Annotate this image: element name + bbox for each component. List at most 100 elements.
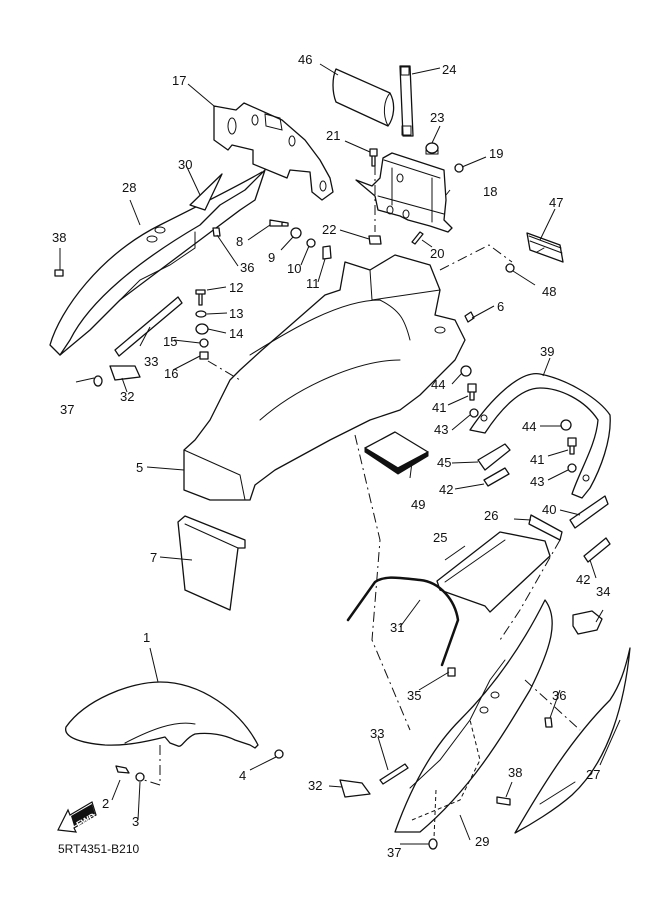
callout-32a: 32	[120, 389, 134, 404]
part-45-plate[interactable]	[477, 443, 511, 471]
part-40-plate[interactable]	[569, 495, 609, 529]
part-1-front-fender[interactable]	[65, 681, 259, 749]
callout-19: 19	[489, 146, 503, 161]
callout-6: 6	[497, 299, 504, 314]
callout-13: 13	[229, 306, 243, 321]
callout-11: 11	[306, 276, 320, 291]
part-37-grommet-b[interactable]	[428, 838, 438, 850]
part-6-bolt[interactable]	[464, 311, 475, 323]
part-30-cover-strip[interactable]	[189, 173, 223, 211]
part-24-band[interactable]	[399, 65, 414, 137]
part-41-bolt[interactable]	[467, 383, 477, 401]
callout-2: 2	[102, 796, 109, 811]
part-2-bolt[interactable]	[115, 765, 130, 774]
part-8-bolt[interactable]	[269, 219, 289, 227]
part-14-grommet[interactable]	[195, 323, 209, 335]
part-26-label[interactable]	[528, 514, 563, 541]
part-44-cap-b[interactable]	[560, 419, 572, 431]
callout-16: 16	[164, 366, 178, 381]
part-37-grommet[interactable]	[93, 375, 103, 387]
part-9-collar[interactable]	[290, 227, 302, 239]
alignment-lines	[143, 165, 581, 839]
part-43-washer[interactable]	[469, 408, 479, 418]
part-35-screw[interactable]	[447, 667, 456, 677]
part-21-bolt[interactable]	[369, 148, 378, 167]
part-34-damper[interactable]	[572, 610, 603, 635]
part-41-bolt-b[interactable]	[567, 437, 577, 455]
part-33-rubber-strip-b[interactable]	[379, 763, 409, 785]
callout-39: 39	[540, 344, 554, 359]
drawing-code: 5RT4351-B210	[58, 842, 139, 856]
part-43-washer-b[interactable]	[567, 463, 577, 473]
part-42-plate-b[interactable]	[583, 537, 611, 563]
callout-24: 24	[442, 62, 456, 77]
part-13-washer[interactable]	[195, 310, 207, 318]
callout-34: 34	[596, 584, 610, 599]
part-15-collar[interactable]	[199, 338, 209, 348]
part-19-nut[interactable]	[454, 163, 464, 173]
part-12-screw[interactable]	[195, 289, 206, 306]
part-39-grab-bar[interactable]	[469, 373, 611, 499]
part-7-flap[interactable]	[177, 515, 246, 611]
part-49-tool-kit[interactable]	[364, 431, 429, 475]
part-32-damper-b[interactable]	[339, 779, 371, 798]
callout-27: 27	[586, 767, 600, 782]
part-29-side-cover[interactable]	[394, 599, 553, 833]
callout-17: 17	[172, 73, 186, 88]
callout-14: 14	[229, 326, 243, 341]
part-25-rack-cover[interactable]	[436, 531, 551, 613]
callout-26: 26	[484, 508, 498, 523]
callout-44a: 44	[431, 377, 445, 392]
part-33-rubber-strip[interactable]	[114, 296, 183, 357]
callout-42a: 42	[439, 482, 453, 497]
part-3-washer[interactable]	[135, 772, 145, 782]
callout-38b: 38	[508, 765, 522, 780]
part-22-nut[interactable]	[368, 235, 382, 245]
callout-30: 30	[178, 157, 192, 172]
callout-4: 4	[239, 768, 246, 783]
callout-33b: 33	[370, 726, 384, 741]
callout-9: 9	[268, 250, 275, 265]
part-5-rear-fender[interactable]	[183, 254, 466, 501]
callout-41b: 41	[530, 452, 544, 467]
part-27-side-cover[interactable]	[514, 647, 631, 834]
part-23-grommet[interactable]	[425, 142, 439, 155]
callout-40: 40	[542, 502, 556, 517]
part-44-cap[interactable]	[460, 365, 472, 377]
part-18-bracket[interactable]	[355, 152, 453, 233]
part-36-screw-b[interactable]	[544, 717, 553, 728]
callout-5: 5	[136, 460, 143, 475]
part-47-reflector[interactable]	[526, 232, 564, 263]
callout-36b: 36	[552, 688, 566, 703]
callout-46: 46	[298, 52, 312, 67]
part-36-screw[interactable]	[212, 227, 221, 237]
callout-37b: 37	[387, 845, 401, 860]
part-38-screw[interactable]	[54, 269, 64, 277]
callout-35: 35	[407, 688, 421, 703]
callout-43a: 43	[434, 422, 448, 437]
callout-37a: 37	[60, 402, 74, 417]
part-28-side-cover[interactable]	[49, 169, 266, 356]
part-10-grommet[interactable]	[306, 238, 316, 248]
part-42-plate[interactable]	[483, 467, 510, 487]
callout-47: 47	[549, 195, 563, 210]
callout-21: 21	[326, 128, 340, 143]
part-17-heat-plate[interactable]	[213, 102, 334, 201]
callout-31: 31	[390, 620, 404, 635]
callout-45: 45	[437, 455, 451, 470]
callout-29: 29	[475, 834, 489, 849]
part-48-nut[interactable]	[505, 263, 515, 273]
part-31-grab-rail[interactable]	[346, 576, 460, 667]
callout-44b: 44	[522, 419, 536, 434]
forward-direction-badge: FWD	[57, 801, 98, 833]
part-4-bolt[interactable]	[274, 749, 284, 759]
part-32-damper[interactable]	[109, 365, 141, 381]
part-16-nut[interactable]	[199, 351, 209, 360]
part-38-screw-b[interactable]	[496, 796, 511, 806]
callouts: 1 2 3 4 5 6 7 8 9 10 11 12 13 14 15 16 1…	[52, 52, 610, 860]
callout-43b: 43	[530, 474, 544, 489]
callout-25: 25	[433, 530, 447, 545]
part-20-clip[interactable]	[411, 231, 424, 245]
part-11-clip[interactable]	[322, 245, 332, 260]
part-46-pad[interactable]	[332, 68, 395, 127]
